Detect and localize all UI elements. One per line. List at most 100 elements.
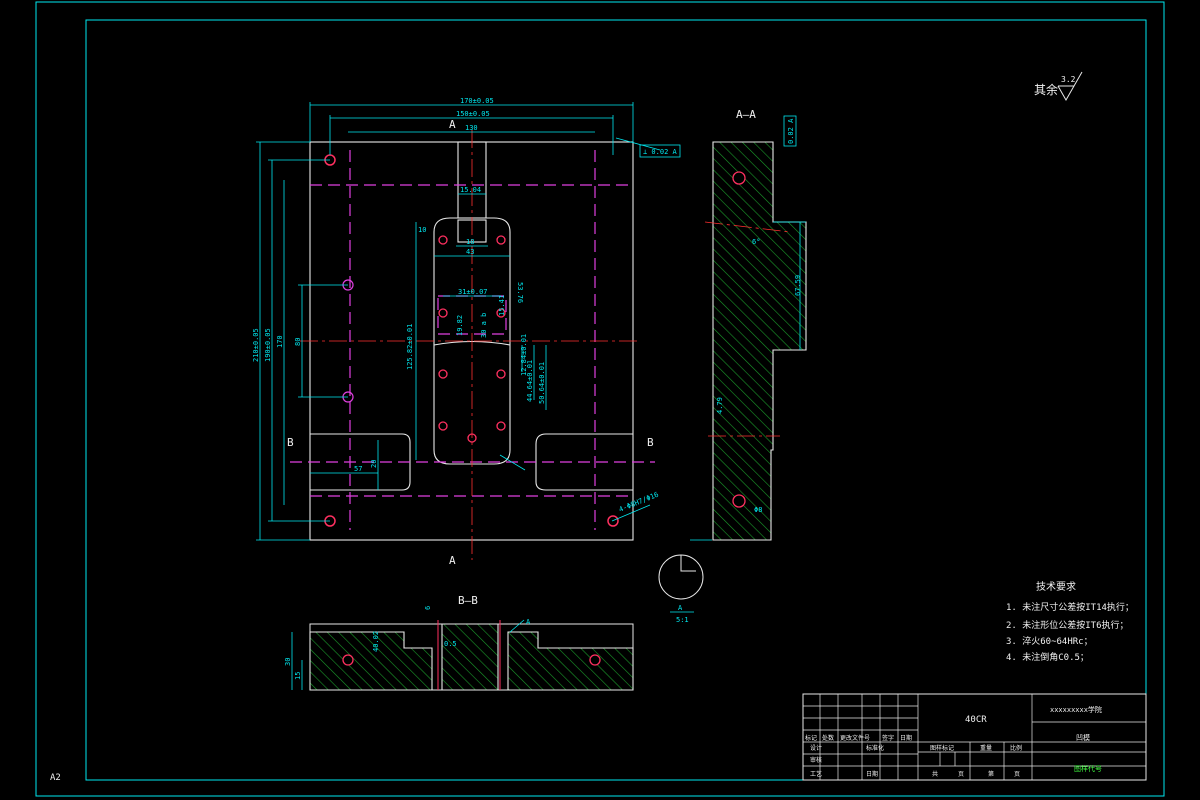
dim-1284: 12.84±0.01 xyxy=(520,334,528,376)
tech-req-item-1: 1. 未注尺寸公差按IT14执行； xyxy=(1006,601,1134,613)
dim-1541: 15.41 xyxy=(498,295,506,316)
outer-sheet-border xyxy=(35,1,1165,797)
dim-5064: 50.64±0.01 xyxy=(538,362,546,404)
main-view: 170±0.05 150±0.05 130 15.04 18 43 31±0.0… xyxy=(252,97,681,567)
section-bb-right xyxy=(507,631,634,691)
dim-width-overall: 170±0.05 xyxy=(460,97,494,105)
tb-r2c1: 设计 xyxy=(810,744,822,752)
tb-sheet-4: 页 xyxy=(1014,771,1020,778)
roughness-symbol xyxy=(1057,71,1083,102)
section-aa-view: A—A 0.02 A 6° 67.59 4.79 Φ8 xyxy=(690,108,807,541)
bb-hole-left xyxy=(342,654,354,666)
aa-flatness: 0.02 A xyxy=(787,118,795,144)
detail-corner xyxy=(680,555,696,572)
dim-hole-note: 4-Φ8H7/Φ16 xyxy=(618,491,660,514)
tb-r4c1: 工艺 xyxy=(810,770,822,778)
tb-r1c1: 标记 xyxy=(805,734,817,742)
tb-r2c3: 标准化 xyxy=(866,744,884,752)
roughness-label: 其余 xyxy=(1034,82,1058,97)
title-block: 40CR xxxxxxxxx学院 凹模 图样代号 标记 处数 更改文件号 签字 … xyxy=(802,693,1147,781)
tb-sheet-1: 共 xyxy=(932,770,938,778)
pin-hole-2 xyxy=(496,235,506,245)
tb-r3c1: 审核 xyxy=(810,756,822,764)
aa-dia: Φ8 xyxy=(754,506,762,514)
tb-r1c4: 签字 xyxy=(882,734,894,742)
aa-angle: 6° xyxy=(752,238,760,246)
tb-drawing-no: 图样代号 xyxy=(1074,764,1102,773)
bb-outline xyxy=(309,623,634,691)
bb-hole-right xyxy=(589,654,601,666)
cut-label-a-bottom: A xyxy=(449,554,456,567)
dim-30ab: 30 a b xyxy=(480,313,488,338)
bb-mark-a: A xyxy=(526,618,531,626)
dim-slot-width: 15.04 xyxy=(460,186,481,194)
tb-sheet-3: 第 xyxy=(988,770,994,778)
dim-height-holes: 190±0.05 xyxy=(264,328,272,362)
right-groove xyxy=(535,433,633,491)
pin-hole-9 xyxy=(467,433,477,443)
section-bb-left xyxy=(309,631,433,691)
corner-hole-br xyxy=(607,515,619,527)
detail-scale: 5:1 xyxy=(676,616,689,624)
aa-depth: 67.59 xyxy=(794,275,802,296)
roughness-note: 其余 3.2 xyxy=(1034,71,1083,102)
tb-stage-3: 比例 xyxy=(1010,744,1022,752)
left-groove xyxy=(310,433,411,491)
aa-center-line xyxy=(704,221,791,233)
aa-hole-top xyxy=(732,171,746,185)
sheet-size-code: A2 xyxy=(50,773,61,783)
tb-part-name: 凹模 xyxy=(1076,733,1090,742)
tb-sheet-2: 页 xyxy=(958,771,964,778)
tb-r1c5: 日期 xyxy=(900,734,912,742)
inner-drawing-frame xyxy=(85,19,1147,781)
tech-req-item-2: 2. 未注形位公差按IT6执行； xyxy=(1006,619,1129,631)
technical-requirements: 技术要求 1. 未注尺寸公差按IT14执行； 2. 未注形位公差按IT6执行； … xyxy=(1006,580,1134,663)
dim-width-holes: 150±0.05 xyxy=(456,110,490,118)
aa-flatness-box xyxy=(783,115,797,147)
dim-43: 43 xyxy=(466,248,474,256)
dimension-lines xyxy=(256,102,681,541)
cut-label-b-left: B xyxy=(287,436,294,449)
dim-10: 10 xyxy=(418,226,426,234)
tb-school: xxxxxxxxx学院 xyxy=(1050,705,1102,714)
title-block-border xyxy=(802,693,1147,781)
dim-5376: 53.76 xyxy=(516,282,524,303)
dim-80: 80 xyxy=(294,338,302,346)
tech-req-item-3: 3. 淬火60~64HRc； xyxy=(1006,635,1093,647)
cut-label-a-top: A xyxy=(449,118,456,131)
tech-req-item-4: 4. 未注倒角C0.5； xyxy=(1006,651,1089,663)
tb-material: 40CR xyxy=(965,715,987,725)
dim-18: 18 xyxy=(466,238,474,246)
dim-1982: 19.82 xyxy=(456,315,464,336)
tb-r1c2: 处数 xyxy=(822,734,834,742)
section-aa-body xyxy=(712,141,807,541)
dim-height-overall: 210±0.05 xyxy=(252,328,260,362)
pin-hole-1 xyxy=(438,235,448,245)
bb-dim-15: 15 xyxy=(294,672,302,680)
section-aa-title: A—A xyxy=(736,108,756,121)
dim-width-inner: 130 xyxy=(465,124,478,132)
bb-dim-6: 6 xyxy=(424,606,432,610)
dim-12582: 125.82±0.01 xyxy=(406,324,414,370)
dim-4464: 44.64±0.01 xyxy=(526,360,534,402)
section-bb-title: B—B xyxy=(458,594,478,607)
tb-r1c3: 更改文件号 xyxy=(840,734,870,742)
tech-req-title: 技术要求 xyxy=(1036,580,1076,593)
pin-hole-5 xyxy=(438,369,448,379)
bb-dim-0: 0.5 xyxy=(444,640,457,648)
pin-hole-8 xyxy=(496,421,506,431)
tb-stage-2: 重量 xyxy=(980,744,992,752)
section-bb-center xyxy=(441,623,499,691)
tb-r4c3: 日期 xyxy=(866,770,878,778)
dim-20: 20 xyxy=(370,460,378,468)
cut-label-b-right: B xyxy=(647,436,654,449)
detail-label: A xyxy=(678,604,683,612)
dim-height-170: 170 xyxy=(276,335,284,348)
section-bb-view: B—B 30 15 40.02 6 0.5 A xyxy=(284,594,634,691)
pin-hole-4 xyxy=(496,308,506,318)
roughness-value: 3.2 xyxy=(1061,75,1076,84)
tb-stage-1: 图样标记 xyxy=(930,744,954,752)
bb-dim-40: 40.02 xyxy=(372,631,380,652)
dim-perpendicularity: ⊥ 0.02 A xyxy=(643,148,678,156)
